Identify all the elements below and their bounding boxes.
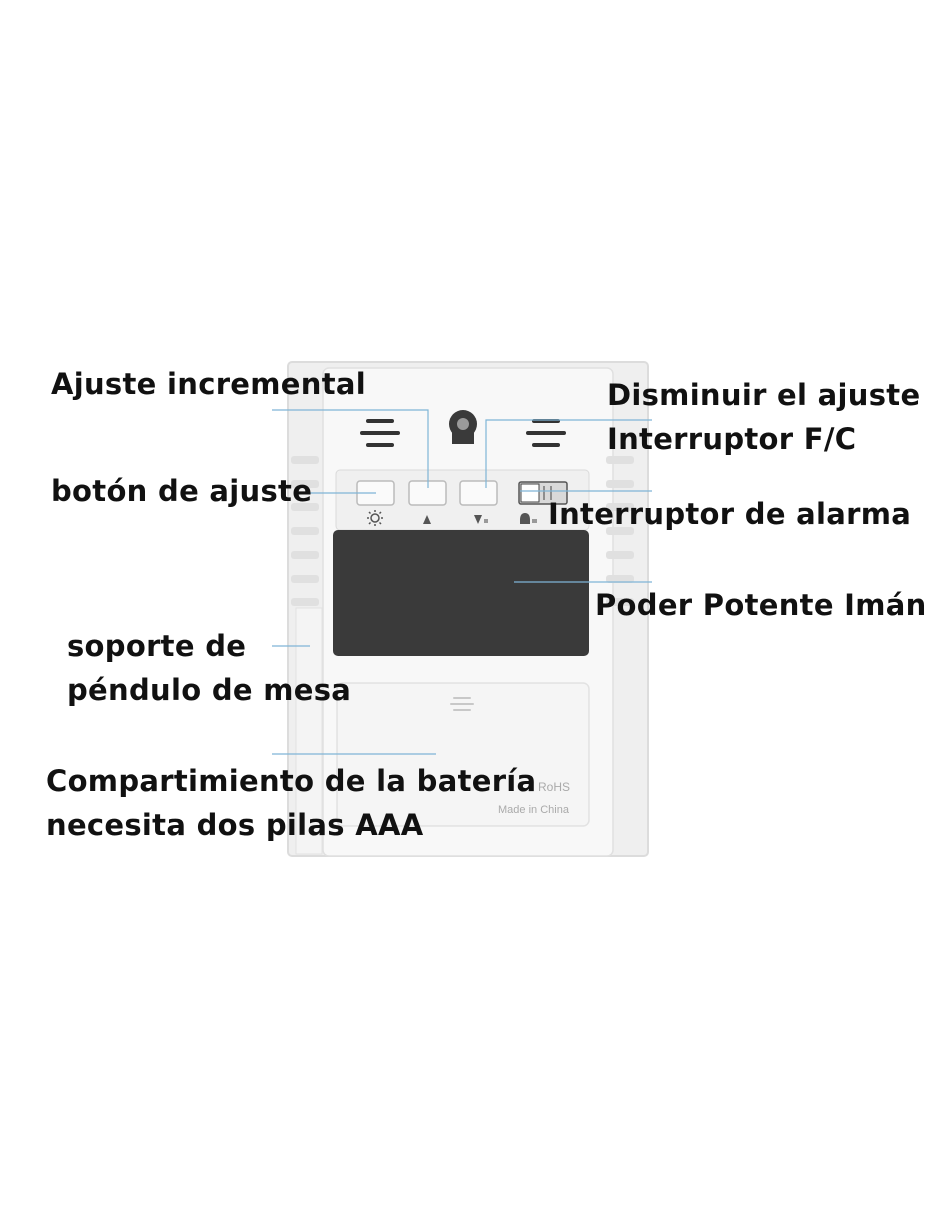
triangle-down-icon bbox=[474, 515, 488, 524]
label-increment: Ajuste incremental bbox=[51, 367, 366, 401]
rohs-marking: RoHS bbox=[538, 780, 570, 794]
label-decrease: Disminuir el ajuste bbox=[607, 378, 921, 412]
origin-marking: Made in China bbox=[498, 804, 570, 816]
right-vents bbox=[606, 456, 634, 606]
triangle-up-icon bbox=[423, 515, 431, 524]
label-magnet: Poder Potente Imán bbox=[595, 588, 927, 622]
label-set-button: botón de ajuste bbox=[51, 474, 313, 508]
bell-icon bbox=[520, 513, 537, 524]
left-speaker-grille bbox=[360, 419, 400, 447]
label-fc-switch: Interruptor F/C bbox=[607, 422, 857, 456]
alarm-switch[interactable] bbox=[518, 481, 568, 505]
table-stand bbox=[295, 607, 323, 855]
label-alarm-switch: Interruptor de alarma bbox=[548, 497, 912, 531]
magnet-display-area bbox=[333, 530, 589, 656]
left-vents bbox=[291, 456, 319, 606]
leader-lines bbox=[272, 409, 652, 755]
label-stand-line1: soporte de bbox=[67, 629, 247, 663]
label-battery-line1: Compartimiento de la batería bbox=[46, 764, 537, 798]
right-speaker-grille bbox=[526, 419, 566, 447]
gear-icon bbox=[367, 510, 383, 526]
down-button[interactable] bbox=[459, 480, 498, 506]
keyhole-hanger bbox=[449, 410, 477, 444]
label-battery-line2: necesita dos pilas AAA bbox=[46, 808, 424, 842]
battery-cover-grip bbox=[450, 697, 474, 711]
leader-increment bbox=[272, 409, 429, 488]
leader-decrease bbox=[485, 419, 652, 488]
label-stand-line2: péndulo de mesa bbox=[67, 673, 352, 707]
